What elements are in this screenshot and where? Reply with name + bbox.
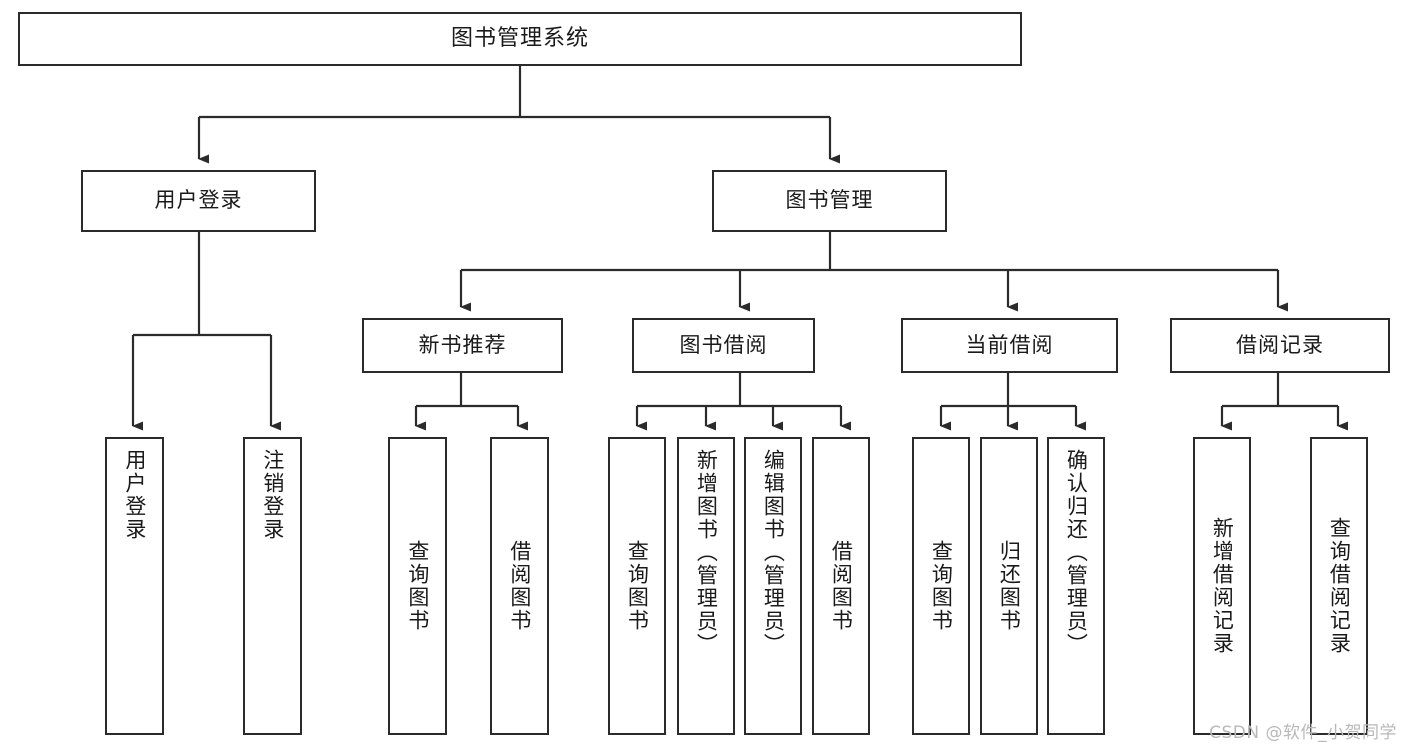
leaf-label: 新增借阅记录 [1210,517,1235,655]
leaf-borrow-borrow-book[interactable]: 借阅图书 [812,437,870,735]
leaf-record-add-record[interactable]: 新增借阅记录 [1193,437,1251,735]
leaf-label: 借阅图书 [829,540,854,632]
node-current-borrow-label: 当前借阅 [965,332,1054,357]
leaf-current-query-book[interactable]: 查询图书 [912,437,970,735]
leaf-label: 查询图书 [929,540,954,632]
node-user-login[interactable]: 用户登录 [81,170,316,232]
node-new-book-recommend-label: 新书推荐 [418,332,507,357]
leaf-label: 归还图书 [997,540,1022,632]
node-borrow-record-label: 借阅记录 [1236,332,1324,357]
leaf-new-book-query[interactable]: 查询图书 [388,437,447,735]
node-book-borrow-label: 图书借阅 [679,332,768,357]
node-book-borrow[interactable]: 图书借阅 [632,318,815,373]
leaf-borrow-edit-book-admin[interactable]: 编辑图书（管理员） [744,437,802,735]
leaf-label: 借阅图书 [507,540,532,632]
leaf-label: 新增图书（管理员） [694,449,719,656]
leaf-label: 注销登录 [260,449,285,541]
leaf-new-book-borrow[interactable]: 借阅图书 [490,437,549,735]
leaf-label: 查询图书 [405,540,430,632]
node-user-login-label: 用户登录 [154,188,243,213]
leaf-user-login-logout[interactable]: 注销登录 [243,437,302,735]
node-new-book-recommend[interactable]: 新书推荐 [362,318,563,373]
leaf-label: 用户登录 [122,449,147,541]
leaf-label: 确认归还（管理员） [1064,449,1089,656]
leaf-label: 查询借阅记录 [1327,517,1352,655]
node-book-management[interactable]: 图书管理 [712,170,947,232]
node-root-system[interactable]: 图书管理系统 [18,12,1022,66]
csdn-watermark: CSDN @软件_小贺同学 [1209,723,1397,743]
leaf-label: 编辑图书（管理员） [761,449,786,656]
node-borrow-record[interactable]: 借阅记录 [1170,318,1390,373]
leaf-user-login-login[interactable]: 用户登录 [105,437,164,735]
leaf-current-return-book[interactable]: 归还图书 [980,437,1038,735]
leaf-label: 查询图书 [625,540,650,632]
node-book-management-label: 图书管理 [785,188,874,213]
node-root-label: 图书管理系统 [450,25,589,51]
leaf-current-confirm-return-admin[interactable]: 确认归还（管理员） [1047,437,1105,735]
leaf-borrow-query-book[interactable]: 查询图书 [608,437,666,735]
node-current-borrow[interactable]: 当前借阅 [901,318,1118,373]
leaf-record-query-record[interactable]: 查询借阅记录 [1310,437,1368,735]
leaf-borrow-add-book-admin[interactable]: 新增图书（管理员） [677,437,735,735]
